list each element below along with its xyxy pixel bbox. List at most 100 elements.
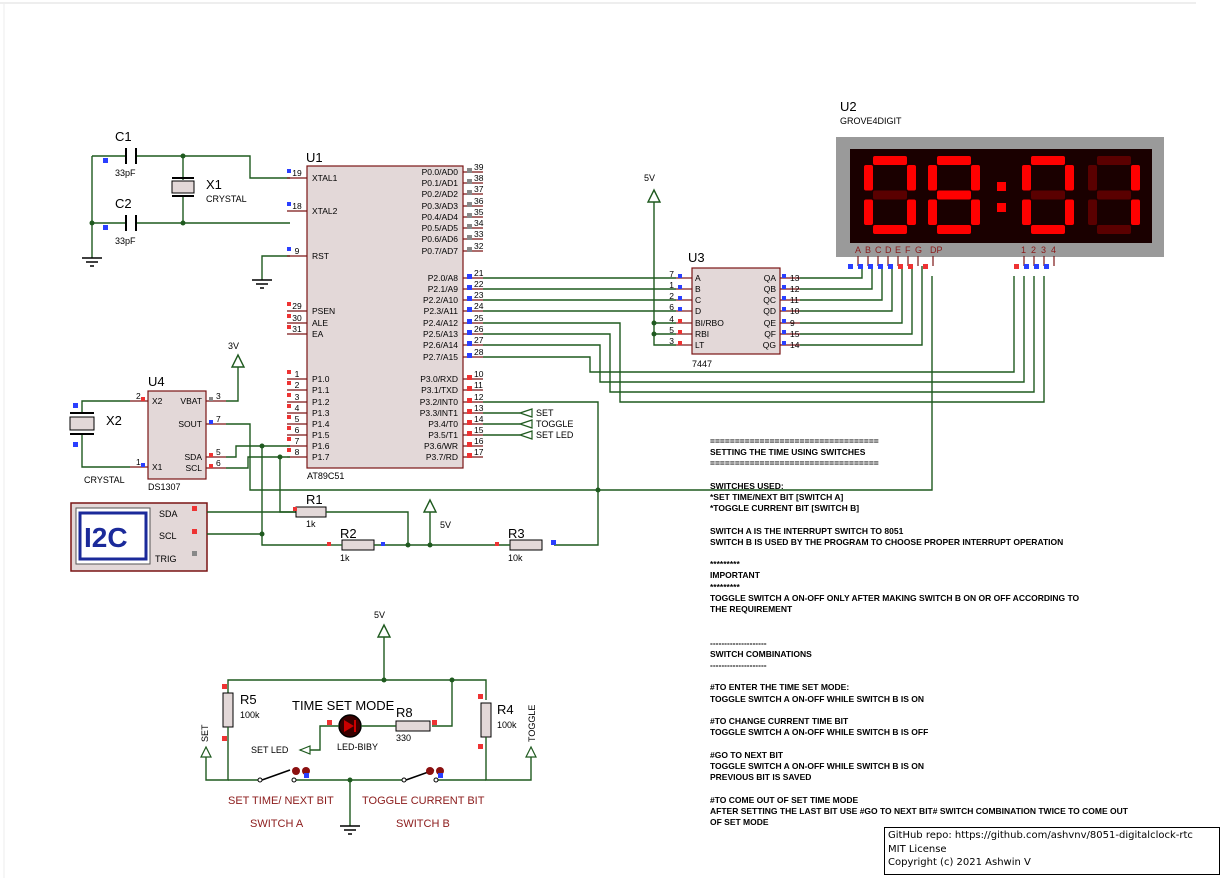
u1-pin-name: P0.7/AD7 xyxy=(422,246,459,256)
note-line: AFTER SETTING THE LAST BIT USE #GO TO NE… xyxy=(710,805,1128,816)
u1-pin-number: 22 xyxy=(474,279,484,289)
note-line: -------------------- xyxy=(710,637,767,648)
u3-pin-number: 15 xyxy=(790,329,800,339)
segment-b xyxy=(907,165,916,191)
colon-dot-top xyxy=(997,182,1006,191)
note-line xyxy=(710,705,1190,716)
segment-pin xyxy=(858,264,863,269)
u1-pin-name: P2.7/A15 xyxy=(423,352,458,362)
segment-label: E xyxy=(895,245,901,255)
u1-pin-name: P3.6/WR xyxy=(424,441,458,451)
u1-pin-number: 38 xyxy=(474,173,484,183)
net-set-led-label: SET LED xyxy=(536,430,574,440)
u1-value: AT89C51 xyxy=(307,471,344,481)
u1-pin-number: 3 xyxy=(295,392,300,402)
net-tags: SET TOGGLE SET LED xyxy=(483,408,574,440)
u4-pin-number: 5 xyxy=(216,447,221,457)
u1-pin-number: 28 xyxy=(474,347,484,357)
u1-pin-number: 15 xyxy=(474,425,484,435)
segment-e xyxy=(1022,199,1031,225)
c1-ref: C1 xyxy=(115,129,132,144)
note-line: ================================== xyxy=(710,458,879,469)
segment-b xyxy=(971,165,980,191)
note-line: SWITCH B IS USED BY THE PROGRAM TO CHOOS… xyxy=(710,536,1064,547)
segment-b xyxy=(1065,165,1074,191)
segment-e xyxy=(864,199,873,225)
u1-pin-name: P3.5/T1 xyxy=(428,430,458,440)
u1-pin-name: P2.6/A14 xyxy=(423,340,458,350)
note-line: PREVIOUS BIT IS SAVED xyxy=(710,772,812,783)
u3-pin-name: RBI xyxy=(695,329,709,339)
license-copyright: Copyright (c) 2021 Ashwin V xyxy=(888,857,1031,868)
u1-pin-number: 37 xyxy=(474,184,484,194)
u1-pin-number: 30 xyxy=(292,313,302,323)
net-set-label: SET xyxy=(536,408,554,418)
u3-pin-name: QA xyxy=(764,273,777,283)
u3-pin-number: 13 xyxy=(790,273,800,283)
u1-pin-name: P2.1/A9 xyxy=(428,284,459,294)
segment-pin xyxy=(923,264,928,269)
u4-pin-name: VBAT xyxy=(180,396,202,406)
note-line: #TO ENTER THE TIME SET MODE: xyxy=(710,682,850,693)
power-5v-switch-label: 5V xyxy=(374,610,385,620)
u3-pin-number: 3 xyxy=(669,336,674,346)
u1-pin-number: 8 xyxy=(295,447,300,457)
seven-segment-digits xyxy=(864,156,1140,234)
u1-pin-number: 1 xyxy=(295,369,300,379)
u1-pin-name: P3.0/RXD xyxy=(420,374,458,384)
u3-pin-number: 9 xyxy=(790,318,795,328)
note-line: TOGGLE SWITCH A ON-OFF ONLY AFTER MAKING… xyxy=(710,592,1080,603)
u2-value: GROVE4DIGIT xyxy=(840,116,902,126)
note-line: ================================== xyxy=(710,436,879,446)
note-line xyxy=(710,626,1190,637)
power-5v-label: 5V xyxy=(644,173,655,183)
segment-a xyxy=(1031,156,1065,165)
digit-pin xyxy=(1034,264,1039,269)
u2-ref: U2 xyxy=(840,99,857,114)
u1-pin-name: P1.7 xyxy=(312,452,330,462)
segment-f xyxy=(864,165,873,191)
u4-pin-number: 3 xyxy=(216,391,221,401)
note-line xyxy=(710,671,1190,682)
u1-pin-number: 7 xyxy=(295,436,300,446)
u1-pin-name: EA xyxy=(312,329,324,339)
u1-pin-name: P0.0/AD0 xyxy=(422,167,459,177)
note-line: ********* xyxy=(710,559,740,570)
segment-pin xyxy=(908,264,913,269)
digit-pin xyxy=(1014,264,1019,269)
u1-pin-number: 2 xyxy=(295,380,300,390)
segment-f xyxy=(1022,165,1031,191)
segment-g xyxy=(1097,190,1131,200)
segment-d xyxy=(873,225,907,234)
note-line xyxy=(710,783,1190,794)
segment-d xyxy=(937,225,971,234)
u3-pin-number: 7 xyxy=(669,269,674,279)
note-line xyxy=(710,514,1190,525)
u3-pin-name: D xyxy=(695,306,701,316)
u3-pin-number: 1 xyxy=(669,280,674,290)
i2c-sda-pin: SDA xyxy=(159,509,178,519)
crystal-oscillator-block: C1 33pF C2 33pF X1 CRYSTAL xyxy=(82,129,290,267)
switch-a-name: SWITCH A xyxy=(250,818,304,830)
u1-pin-name: P2.5/A13 xyxy=(423,329,458,339)
segment-d xyxy=(1031,225,1065,234)
u1-pin-number: 31 xyxy=(292,324,302,334)
u1-pin-number: 6 xyxy=(295,425,300,435)
x1-value: CRYSTAL xyxy=(206,194,247,204)
r2-value: 1k xyxy=(340,553,350,563)
r3-value: 10k xyxy=(508,553,523,563)
note-line: *TOGGLE CURRENT BIT [SWITCH B] xyxy=(710,503,860,514)
power-5v-pullup-label: 5V xyxy=(440,520,451,530)
note-line: #TO COME OUT OF SET TIME MODE xyxy=(710,794,859,805)
u1-pin-name: ALE xyxy=(312,318,328,328)
u1-pin-name: P1.0 xyxy=(312,374,330,384)
u3-ref: U3 xyxy=(688,250,705,265)
u1-pin-name: P1.1 xyxy=(312,385,330,395)
